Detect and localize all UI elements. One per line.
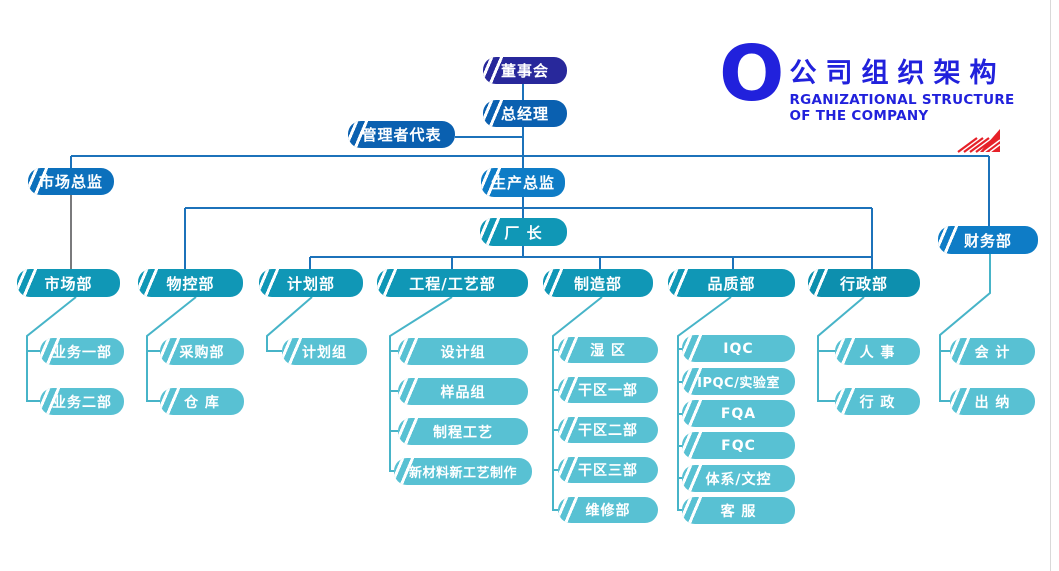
node-business-2: 业务二部 <box>40 388 124 415</box>
node-new-materials: 新材料新工艺制作 <box>394 458 532 485</box>
title-big-letter: O <box>719 30 785 119</box>
corner-flag-decoration <box>957 129 1001 153</box>
node-purchasing: 采购部 <box>160 338 244 365</box>
node-hr: 人 事 <box>835 338 920 365</box>
title-english-line2: OF THE COMPANY <box>789 108 929 124</box>
node-dept-material-control: 物控部 <box>138 269 243 297</box>
node-fqc: FQC <box>682 432 795 459</box>
node-iqc: IQC <box>682 335 795 362</box>
node-cashier: 出 纳 <box>950 388 1035 415</box>
node-factory-manager: 厂 长 <box>480 218 567 246</box>
node-ipqc-lab: IPQC/实验室 <box>682 368 795 395</box>
page-title: O 公司组织架构 RGANIZATIONAL STRUCTURE OF THE … <box>719 30 1015 124</box>
node-planning-group: 计划组 <box>282 338 367 365</box>
node-design-group: 设计组 <box>398 338 528 365</box>
node-dry-area-3: 干区三部 <box>558 457 658 483</box>
node-fqa: FQA <box>682 400 795 427</box>
node-admin: 行 政 <box>835 388 920 415</box>
title-english-line1: RGANIZATIONAL STRUCTURE <box>789 92 1015 108</box>
node-dept-quality: 品质部 <box>668 269 795 297</box>
node-general-manager: 总经理 <box>483 100 567 127</box>
node-management-rep: 管理者代表 <box>348 121 455 148</box>
node-customer-service: 客 服 <box>682 497 795 524</box>
node-dept-marketing: 市场部 <box>17 269 120 297</box>
node-sample-group: 样品组 <box>398 378 528 405</box>
node-accounting: 会 计 <box>950 338 1035 365</box>
node-dry-area-2: 干区二部 <box>558 417 658 443</box>
node-finance-dept: 财务部 <box>938 226 1038 254</box>
node-warehouse: 仓 库 <box>160 388 244 415</box>
node-process-craft: 制程工艺 <box>398 418 528 445</box>
node-marketing-director: 市场总监 <box>28 168 114 195</box>
node-system-doc: 体系/文控 <box>682 465 795 492</box>
node-dept-manufacturing: 制造部 <box>543 269 653 297</box>
node-maintenance: 维修部 <box>558 497 658 523</box>
node-board: 董事会 <box>483 57 567 84</box>
node-production-director: 生产总监 <box>481 168 565 197</box>
node-business-1: 业务一部 <box>40 338 124 365</box>
node-wet-area: 湿 区 <box>558 337 658 363</box>
node-dept-engineering: 工程/工艺部 <box>377 269 528 297</box>
canvas-edge-line <box>1050 0 1051 571</box>
node-dept-planning: 计划部 <box>259 269 363 297</box>
title-chinese: 公司组织架构 <box>789 58 1006 89</box>
node-dry-area-1: 干区一部 <box>558 377 658 403</box>
node-dept-admin: 行政部 <box>808 269 920 297</box>
